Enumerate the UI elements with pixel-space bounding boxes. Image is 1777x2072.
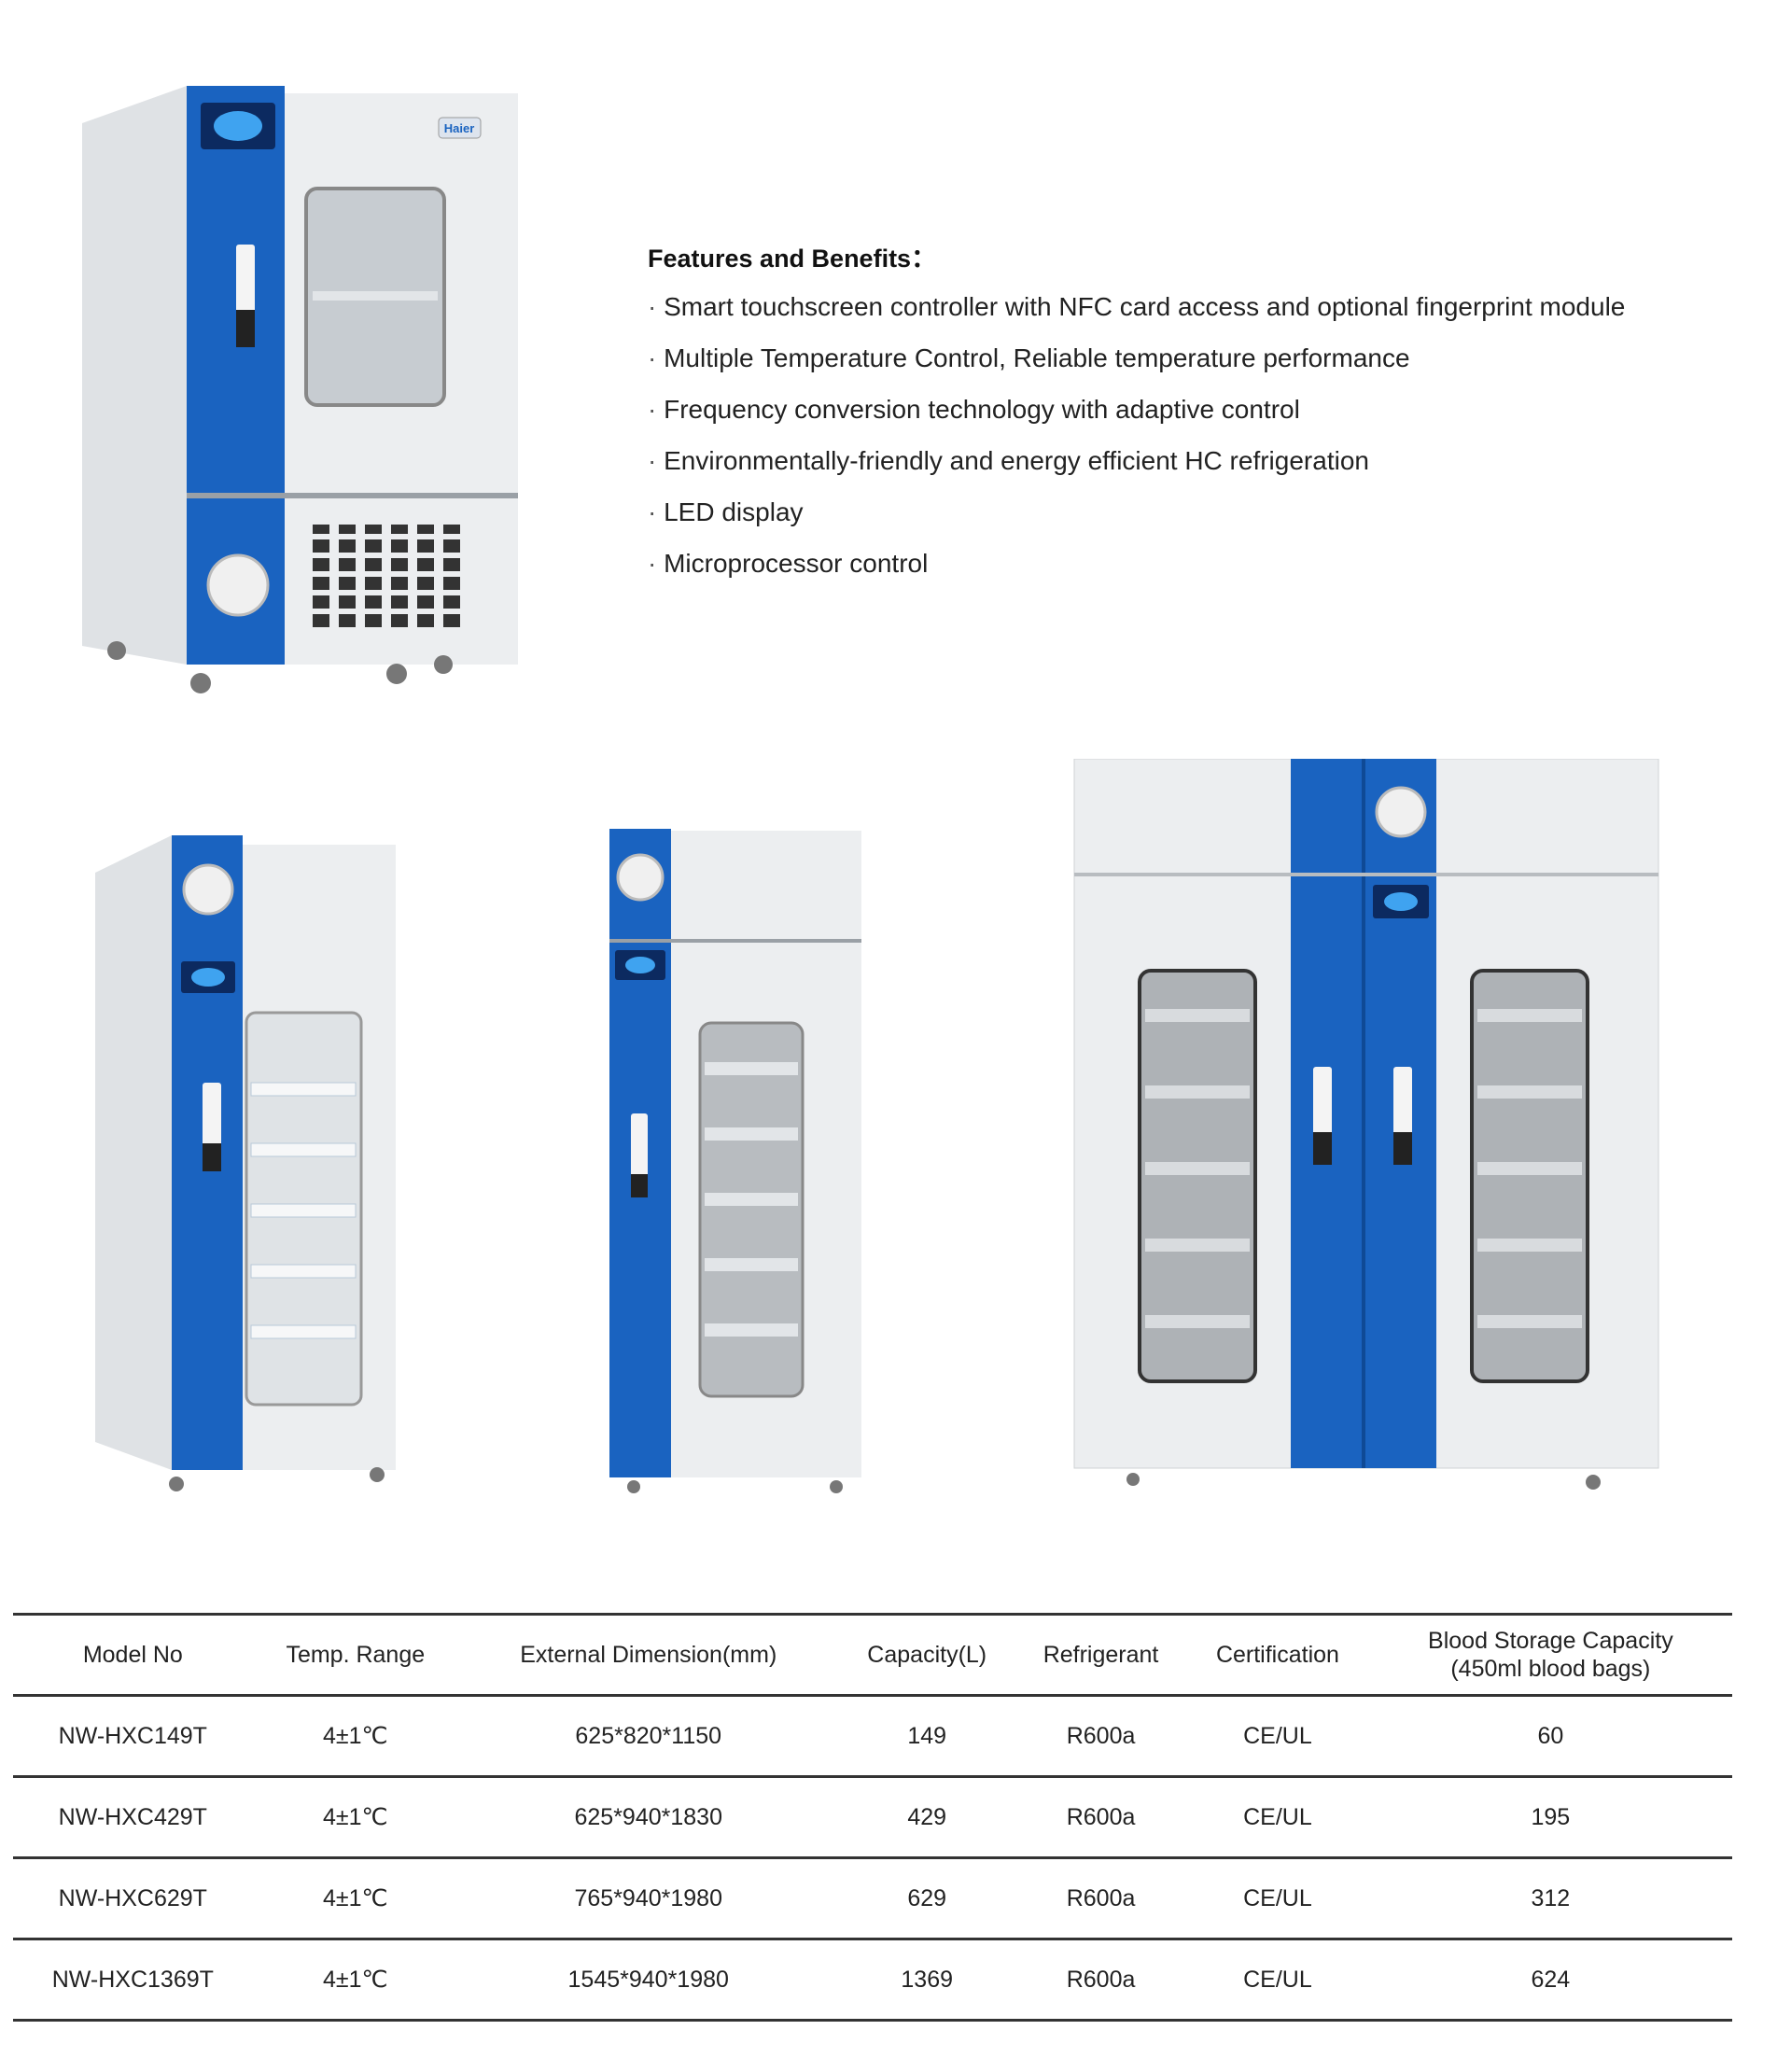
cell-model: NW-HXC429T	[13, 1775, 253, 1858]
cell-temp: 4±1℃	[252, 1694, 458, 1777]
feature-item: Smart touchscreen controller with NFC ca…	[648, 290, 1768, 342]
header-blood-storage-line1: Blood Storage Capacity	[1428, 1628, 1673, 1654]
feature-item: Multiple Temperature Control, Reliable t…	[648, 342, 1768, 393]
cell-capacity: 1369	[838, 1938, 1015, 2022]
cell-dimension: 765*940*1980	[457, 1856, 839, 1939]
cell-capacity: 629	[838, 1856, 1015, 1939]
header-certification: Certification	[1186, 1613, 1369, 1696]
table-row: NW-HXC629T 4±1℃ 765*940*1980 629 R600a C…	[13, 1856, 1732, 1939]
cell-dimension: 625*820*1150	[457, 1694, 839, 1777]
cell-refrigerant: R600a	[1014, 1856, 1187, 1939]
cell-blood-bags: 624	[1368, 1938, 1732, 2022]
header-capacity: Capacity(L)	[838, 1613, 1015, 1696]
header-external-dimension: External Dimension(mm)	[457, 1613, 839, 1696]
cell-model: NW-HXC149T	[13, 1694, 253, 1777]
table-row: NW-HXC429T 4±1℃ 625*940*1830 429 R600a C…	[13, 1775, 1732, 1858]
features-section: Features and Benefits： Smart touchscreen…	[648, 238, 1768, 598]
product-image-hxc629t	[609, 829, 861, 1493]
feature-item: Microprocessor control	[648, 547, 1768, 598]
cell-certification: CE/UL	[1186, 1856, 1369, 1939]
header-blood-storage-capacity: Blood Storage Capacity(450ml blood bags)	[1368, 1613, 1732, 1696]
table-row: NW-HXC149T 4±1℃ 625*820*1150 149 R600a C…	[13, 1694, 1732, 1777]
cell-blood-bags: 312	[1368, 1856, 1732, 1939]
features-list: Smart touchscreen controller with NFC ca…	[648, 290, 1768, 598]
cell-temp: 4±1℃	[252, 1775, 458, 1858]
cell-model: NW-HXC1369T	[13, 1938, 253, 2022]
feature-item: Frequency conversion technology with ada…	[648, 393, 1768, 444]
cell-model: NW-HXC629T	[13, 1856, 253, 1939]
spec-table: Model No Temp. Range External Dimension(…	[13, 1613, 1732, 2022]
cell-blood-bags: 195	[1368, 1775, 1732, 1858]
cell-refrigerant: R600a	[1014, 1938, 1187, 2022]
features-heading: Features and Benefits：	[648, 245, 937, 273]
cell-refrigerant: R600a	[1014, 1775, 1187, 1858]
haier-logo: Haier	[444, 121, 475, 135]
cell-certification: CE/UL	[1186, 1694, 1369, 1777]
cell-refrigerant: R600a	[1014, 1694, 1187, 1777]
table-header-row: Model No Temp. Range External Dimension(…	[13, 1613, 1732, 1696]
feature-item: LED display	[648, 496, 1768, 547]
header-blood-storage-line2: (450ml blood bags)	[1450, 1656, 1651, 1682]
header-model-no: Model No	[13, 1613, 253, 1696]
cell-capacity: 149	[838, 1694, 1015, 1777]
product-image-hxc1369t	[1073, 759, 1659, 1490]
cell-certification: CE/UL	[1186, 1775, 1369, 1858]
cell-dimension: 625*940*1830	[457, 1775, 839, 1858]
cell-temp: 4±1℃	[252, 1856, 458, 1939]
cell-dimension: 1545*940*1980	[457, 1938, 839, 2022]
cell-capacity: 429	[838, 1775, 1015, 1858]
cell-blood-bags: 60	[1368, 1694, 1732, 1777]
product-image-hxc149t: Haier	[82, 86, 518, 693]
header-temp-range: Temp. Range	[252, 1613, 458, 1696]
cell-temp: 4±1℃	[252, 1938, 458, 2022]
header-refrigerant: Refrigerant	[1014, 1613, 1187, 1696]
table-row: NW-HXC1369T 4±1℃ 1545*940*1980 1369 R600…	[13, 1938, 1732, 2022]
product-image-hxc429t	[95, 835, 396, 1491]
feature-item: Environmentally-friendly and energy effi…	[648, 444, 1768, 496]
cell-certification: CE/UL	[1186, 1938, 1369, 2022]
